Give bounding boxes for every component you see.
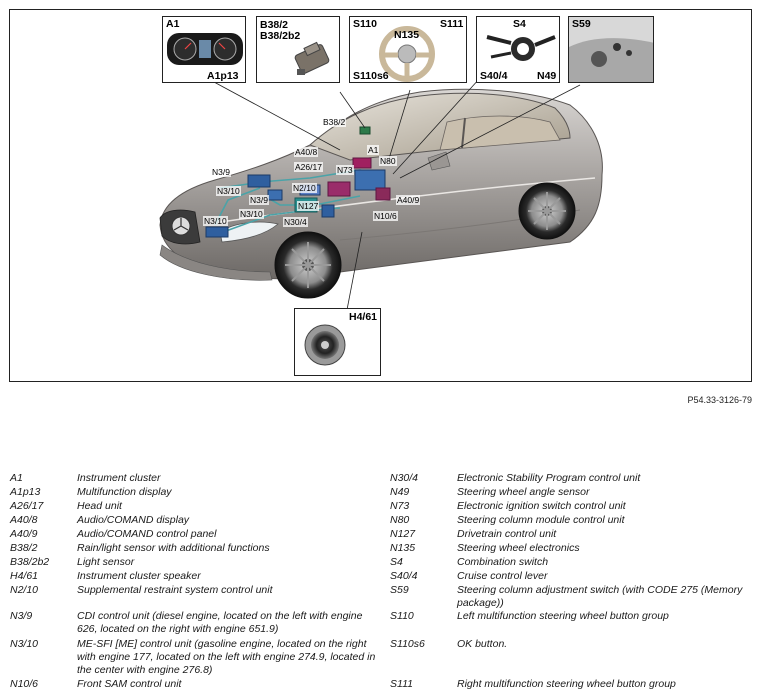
callout-a26-17: A26/17 [294, 162, 323, 172]
legend-code: N127 [390, 528, 456, 540]
legend-description: Electronic ignition switch control unit [457, 500, 757, 513]
legend-code: B38/2 [10, 542, 76, 554]
figure-reference: P54.33-3126-79 [687, 395, 752, 405]
legend-description: Audio/COMAND control panel [77, 528, 377, 541]
callout-n3-10-c: N3/10 [203, 216, 228, 226]
legend-description: OK button. [457, 638, 757, 651]
callout-n3-9-a: N3/9 [211, 167, 231, 177]
legend-description: Steering column module control unit [457, 514, 757, 527]
legend-description: Rain/light sensor with additional functi… [77, 542, 377, 555]
inset-label-s59: S59 [572, 19, 591, 30]
callout-b38-2: B38/2 [322, 117, 346, 127]
legend-description: Multifunction display [77, 486, 377, 499]
adjustment-switch-inset: S59 [568, 16, 654, 83]
legend-description: Electronic Stability Program control uni… [457, 472, 757, 485]
legend-code: N3/9 [10, 610, 76, 622]
callout-n2-10: N2/10 [292, 183, 317, 193]
legend-description: Right multifunction steering wheel butto… [457, 678, 757, 691]
callout-n127: N127 [297, 201, 319, 211]
callout-a40-9: A40/9 [396, 195, 420, 205]
rain-sensor-inset: B38/2 B38/2b2 [256, 16, 340, 83]
legend-description: ME-SFI [ME] control unit (gasoline engin… [77, 638, 377, 676]
legend-code: B38/2b2 [10, 556, 76, 568]
inset-label-n135: N135 [394, 30, 419, 41]
legend-code: N2/10 [10, 584, 76, 596]
legend-code: S40/4 [390, 570, 456, 582]
callout-n3-10-b: N3/10 [239, 209, 264, 219]
legend-description: Steering wheel angle sensor [457, 486, 757, 499]
legend-description: Drivetrain control unit [457, 528, 757, 541]
callout-a40-8: A40/8 [294, 147, 318, 157]
legend-description: Audio/COMAND display [77, 514, 377, 527]
front-wheel [275, 232, 341, 298]
legend-description: Steering column adjustment switch (with … [457, 584, 757, 610]
callout-n3-10-a: N3/10 [216, 186, 241, 196]
legend-description: Instrument cluster [77, 472, 377, 485]
legend-code: S110s6 [390, 638, 456, 650]
legend-code: H4/61 [10, 570, 76, 582]
legend-description: Combination switch [457, 556, 757, 569]
component-location-figure: A1 A1p13 B38/2 B38/2b2 S110 S111 N135 S1… [9, 9, 752, 382]
legend-code: N49 [390, 486, 456, 498]
callout-n30-4: N30/4 [283, 217, 308, 227]
inset-label-a1p13: A1p13 [207, 71, 239, 82]
legend-code: S59 [390, 584, 456, 596]
legend-code: A1p13 [10, 486, 76, 498]
legend-code: N73 [390, 500, 456, 512]
inset-label-s40-4: S40/4 [480, 71, 507, 82]
legend-description: Front SAM control unit [77, 678, 377, 691]
legend-code: A40/9 [10, 528, 76, 540]
legend-code: A26/17 [10, 500, 76, 512]
callout-n3-9-b: N3/9 [249, 195, 269, 205]
legend-code: A40/8 [10, 514, 76, 526]
legend-code: S110 [390, 610, 456, 622]
steering-wheel-inset: S110 S111 N135 S110s6 [349, 16, 467, 83]
legend-description: CDI control unit (diesel engine, located… [77, 610, 377, 636]
legend-description: Head unit [77, 500, 377, 513]
speaker-inset: H4/61 [294, 308, 381, 376]
legend-code: S111 [390, 678, 456, 690]
legend-code: N135 [390, 542, 456, 554]
combination-switch-inset: S4 S40/4 N49 [476, 16, 560, 83]
legend-description: Instrument cluster speaker [77, 570, 377, 583]
inset-label-s110s6: S110s6 [353, 71, 389, 82]
legend-code: N3/10 [10, 638, 76, 650]
callout-n10-6: N10/6 [373, 211, 398, 221]
instrument-cluster-inset: A1 A1p13 [162, 16, 246, 83]
legend-description: Left multifunction steering wheel button… [457, 610, 757, 623]
legend-code: A1 [10, 472, 76, 484]
legend-description: Cruise control lever [457, 570, 757, 583]
legend-code: N80 [390, 514, 456, 526]
rear-wheel [519, 183, 575, 239]
legend-description: Steering wheel electronics [457, 542, 757, 555]
legend-description: Supplemental restraint system control un… [77, 584, 377, 597]
inset-label-h4-61: H4/61 [349, 312, 377, 323]
callout-n73: N73 [336, 165, 354, 175]
rain-sensor-icon [257, 17, 340, 83]
legend-description: Light sensor [77, 556, 377, 569]
inset-label-n49: N49 [537, 71, 556, 82]
callout-a1: A1 [367, 145, 379, 155]
legend-code: N10/6 [10, 678, 76, 690]
legend-code: S4 [390, 556, 456, 568]
callout-n80: N80 [379, 156, 397, 166]
legend-code: N30/4 [390, 472, 456, 484]
